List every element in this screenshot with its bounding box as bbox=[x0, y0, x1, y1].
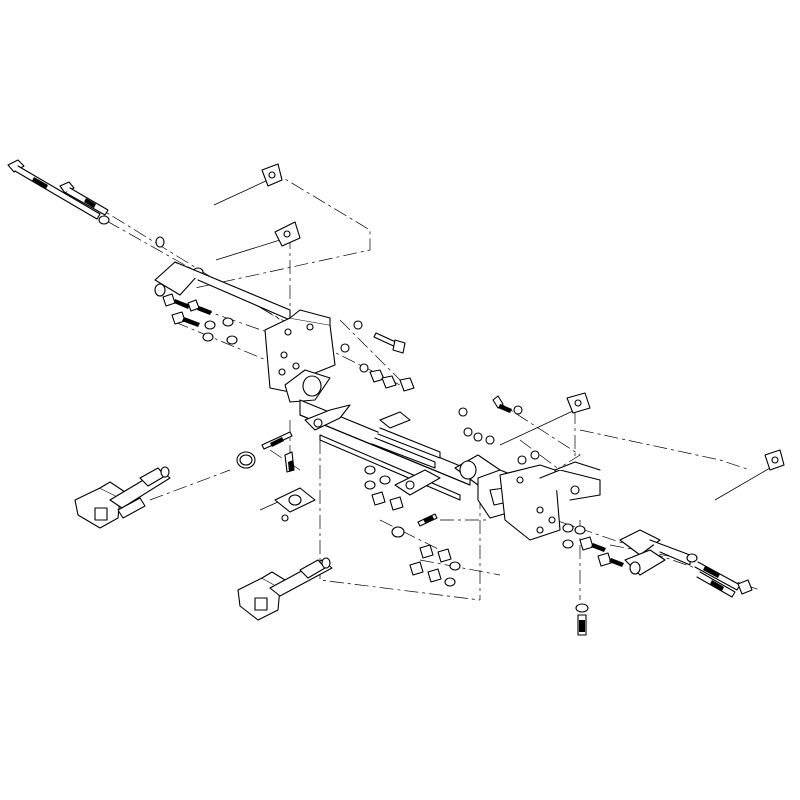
medium-bolt-right bbox=[696, 571, 736, 598]
pin-clip-right bbox=[714, 449, 785, 501]
hardware-center-lower bbox=[364, 465, 461, 587]
tow-bracket-right bbox=[619, 529, 691, 576]
hitch-pin-right bbox=[237, 557, 333, 621]
mounting-plate-left bbox=[264, 309, 336, 396]
long-bolt-right bbox=[686, 553, 753, 595]
mounting-plate-right bbox=[499, 461, 601, 541]
pin-clip-upper bbox=[213, 163, 301, 261]
bolt-cluster-left bbox=[162, 293, 238, 345]
medium-bolt-left bbox=[59, 181, 110, 225]
bolt-cluster-right-upper bbox=[458, 392, 591, 465]
long-bolt-left bbox=[7, 159, 101, 220]
lynch-pin-left bbox=[236, 431, 295, 473]
center-clevis-plate bbox=[304, 404, 441, 496]
hitch-pin-left bbox=[74, 466, 171, 529]
bolt-cluster-right-lower bbox=[562, 523, 624, 567]
tow-bracket-left bbox=[154, 261, 291, 321]
receiver-left bbox=[284, 369, 331, 403]
vertical-bolt-right bbox=[575, 603, 589, 636]
receiver-insert bbox=[259, 487, 316, 522]
bolt-cluster-left-right bbox=[340, 320, 415, 392]
